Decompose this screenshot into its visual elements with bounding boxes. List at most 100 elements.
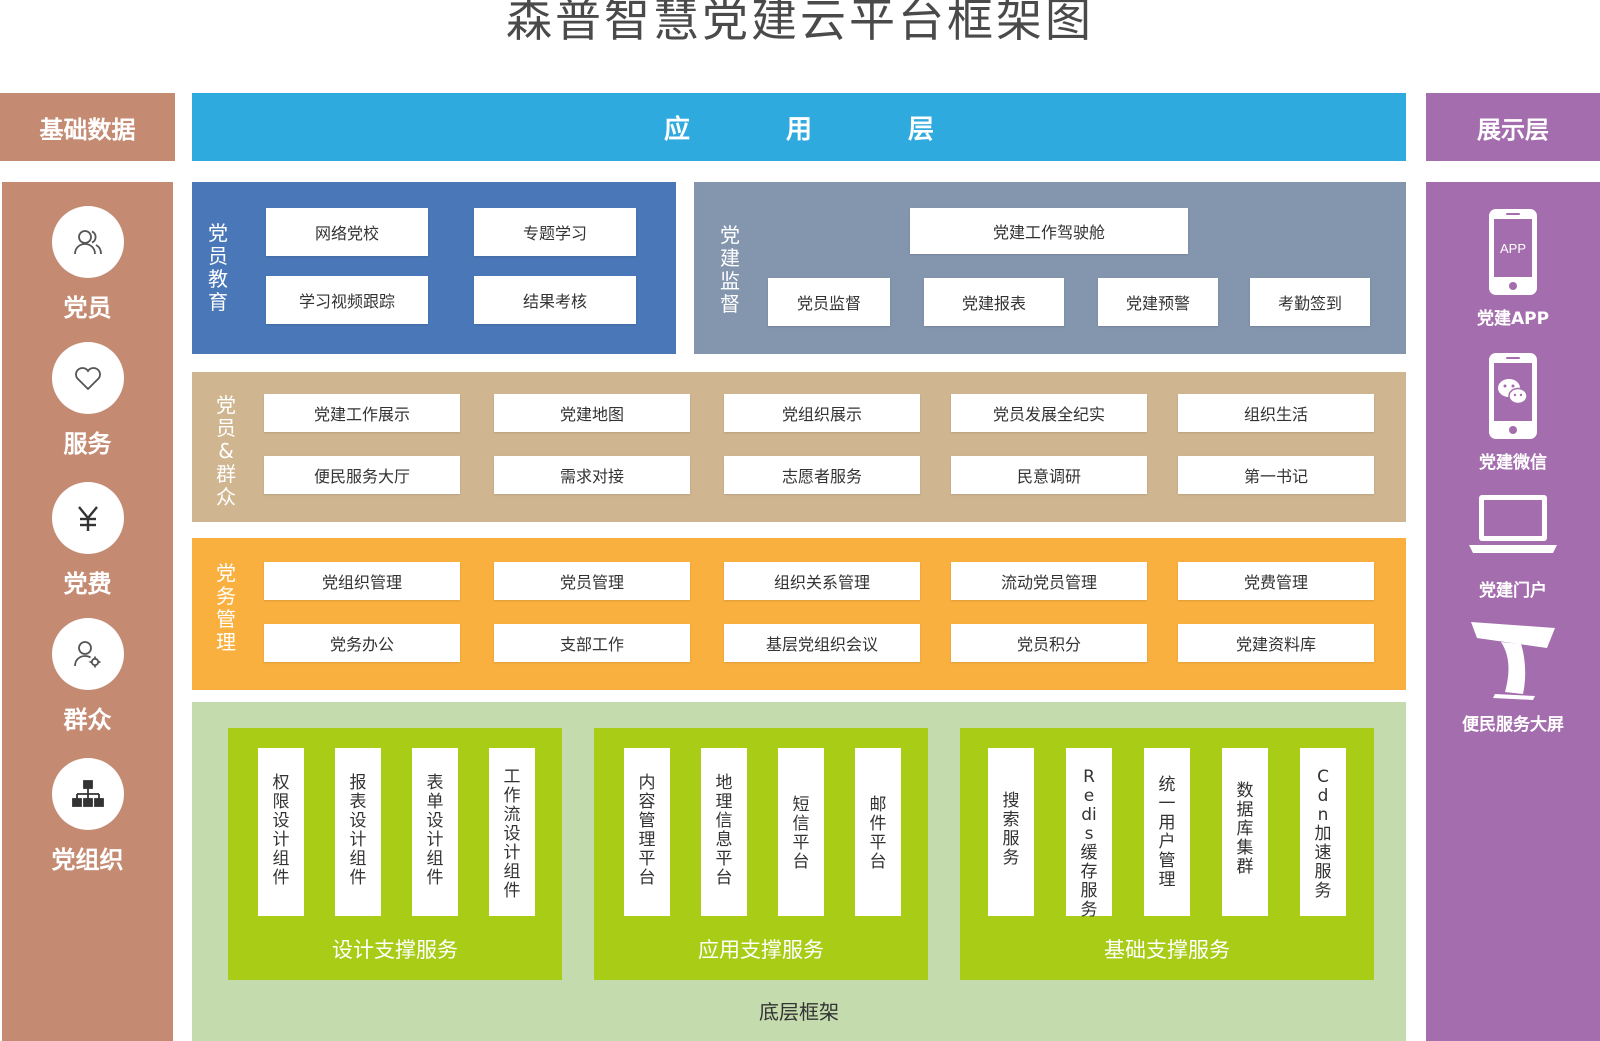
- basic-item-party-member: 党员: [2, 206, 173, 323]
- framework-panel: 权限设计组件 报表设计组件 表单设计组件 工作流设计组件 设计支撑服务 内容管理…: [192, 702, 1406, 1041]
- support-column[interactable]: 报表设计组件: [335, 748, 381, 916]
- support-column-label: 短信平台: [792, 795, 810, 872]
- user-gear-icon: [51, 618, 124, 690]
- module-box[interactable]: 党组织管理: [264, 562, 460, 600]
- support-column-label: 内容管理平台: [638, 773, 656, 888]
- module-box[interactable]: 党建报表: [924, 278, 1064, 326]
- basic-item-service: 服务: [2, 342, 173, 459]
- support-column[interactable]: Redis缓存服务: [1066, 748, 1112, 920]
- module-box[interactable]: 党建工作展示: [264, 394, 460, 432]
- module-box[interactable]: 考勤签到: [1250, 278, 1370, 326]
- support-column[interactable]: 统一用户管理: [1144, 748, 1190, 916]
- module-box[interactable]: 党组织展示: [724, 394, 920, 432]
- support-column[interactable]: 邮件平台: [855, 748, 901, 916]
- support-column-label: 表单设计组件: [426, 773, 444, 888]
- display-item-label: 便民服务大屏: [1462, 715, 1564, 735]
- module-box[interactable]: 党费管理: [1178, 562, 1374, 600]
- support-column-label: 权限设计组件: [272, 773, 290, 888]
- module-box[interactable]: 党建地图: [494, 394, 690, 432]
- phone-wechat-icon: [1426, 350, 1600, 442]
- display-column: APP 党建APP 党建微信: [1426, 182, 1600, 1041]
- support-column-label: Redis缓存服务: [1080, 767, 1098, 920]
- module-box[interactable]: 党员发展全纪实: [951, 394, 1147, 432]
- phone-app-icon: APP: [1426, 206, 1600, 298]
- support-group-design: 权限设计组件 报表设计组件 表单设计组件 工作流设计组件 设计支撑服务: [228, 728, 562, 980]
- support-column[interactable]: 数据库集群: [1222, 748, 1268, 916]
- display-item-kiosk: 便民服务大屏: [1426, 614, 1600, 735]
- basic-item-label: 党员: [63, 294, 112, 322]
- display-item-label: 党建微信: [1479, 453, 1547, 473]
- cockpit-box[interactable]: 党建工作驾驶舱: [910, 208, 1188, 254]
- module-box[interactable]: 网络党校: [266, 208, 428, 256]
- kiosk-icon: [1426, 614, 1600, 704]
- support-column-label: 地理信息平台: [715, 773, 733, 888]
- app-layer-char: 层: [908, 114, 935, 145]
- module-box[interactable]: 学习视频跟踪: [266, 276, 428, 324]
- support-column[interactable]: 搜索服务: [988, 748, 1034, 916]
- party-education-panel: 党员教育 网络党校 专题学习 学习视频跟踪 结果考核: [192, 182, 676, 354]
- support-column[interactable]: 表单设计组件: [412, 748, 458, 916]
- display-item-portal: 党建门户: [1426, 478, 1600, 601]
- module-box[interactable]: 第一书记: [1178, 456, 1374, 494]
- support-column-label: 邮件平台: [869, 795, 887, 872]
- display-item-label: 党建APP: [1476, 309, 1550, 329]
- support-column-label: 报表设计组件: [349, 773, 367, 888]
- module-box[interactable]: 结果考核: [474, 276, 636, 324]
- module-box[interactable]: 党员监督: [768, 278, 890, 326]
- module-box[interactable]: 基层党组织会议: [724, 624, 920, 662]
- members-masses-panel: 党员&群众 党建工作展示 党建地图 党组织展示 党员发展全纪实 组织生活 便民服…: [192, 372, 1406, 522]
- org-chart-icon: [51, 758, 124, 830]
- support-group-label: 设计支撑服务: [332, 938, 458, 962]
- module-box[interactable]: 党建预警: [1098, 278, 1218, 326]
- support-column-label: 数据库集群: [1236, 781, 1254, 877]
- support-column[interactable]: 内容管理平台: [624, 748, 670, 916]
- support-column-label: Cdn 加速服务: [1314, 767, 1332, 901]
- application-layer-header: 应 用 层: [192, 93, 1406, 161]
- module-box[interactable]: 党建资料库: [1178, 624, 1374, 662]
- module-box[interactable]: 支部工作: [494, 624, 690, 662]
- support-column-label: 搜索服务: [1002, 791, 1020, 868]
- module-box[interactable]: 需求对接: [494, 456, 690, 494]
- party-affairs-panel: 党务管理 党组织管理 党员管理 组织关系管理 流动党员管理 党费管理 党务办公 …: [192, 538, 1406, 690]
- app-icon-text: APP: [1500, 241, 1526, 256]
- laptop-icon: [1426, 478, 1600, 570]
- module-box[interactable]: 民意调研: [951, 456, 1147, 494]
- heart-icon: [51, 342, 124, 414]
- support-group-label: 基础支撑服务: [1104, 938, 1230, 962]
- support-column-label: 工作流设计组件: [503, 767, 521, 901]
- module-box[interactable]: 专题学习: [474, 208, 636, 256]
- page-title: 森普智慧党建云平台框架图: [506, 0, 1094, 47]
- support-group-application: 内容管理平台 地理信息平台 短信平台 邮件平台 应用支撑服务: [594, 728, 928, 980]
- display-layer-header: 展示层: [1426, 93, 1600, 161]
- support-column[interactable]: 工作流设计组件: [489, 748, 535, 916]
- module-box[interactable]: 党务办公: [264, 624, 460, 662]
- support-group-foundation: 搜索服务 Redis缓存服务 统一用户管理 数据库集群 Cdn 加速服务 基础支…: [960, 728, 1374, 980]
- basic-item-party-org: 党组织: [2, 758, 173, 875]
- support-column-label: 统一用户管理: [1158, 775, 1176, 890]
- display-item-wechat: 党建微信: [1426, 350, 1600, 473]
- panel-label: 党务管理: [216, 561, 236, 654]
- display-item-app: APP 党建APP: [1426, 206, 1600, 329]
- module-box[interactable]: 党员管理: [494, 562, 690, 600]
- basic-item-label: 群众: [63, 706, 112, 734]
- panel-label: 党建监督: [720, 223, 740, 316]
- support-column[interactable]: 权限设计组件: [258, 748, 304, 916]
- app-layer-char: 用: [785, 114, 812, 145]
- basic-item-label: 党费: [63, 570, 112, 598]
- support-column[interactable]: 地理信息平台: [701, 748, 747, 916]
- module-box[interactable]: 组织关系管理: [724, 562, 920, 600]
- basic-data-header: 基础数据: [0, 93, 175, 161]
- panel-label: 党员教育: [208, 221, 228, 314]
- support-column[interactable]: Cdn 加速服务: [1300, 748, 1346, 916]
- app-layer-char: 应: [663, 114, 690, 145]
- module-box[interactable]: 组织生活: [1178, 394, 1374, 432]
- basic-item-masses: 群众: [2, 618, 173, 735]
- framework-label: 底层框架: [759, 1000, 839, 1024]
- module-box[interactable]: 流动党员管理: [951, 562, 1147, 600]
- module-box[interactable]: 党员积分: [951, 624, 1147, 662]
- support-group-label: 应用支撑服务: [698, 938, 824, 962]
- users-icon: [51, 206, 124, 278]
- support-column[interactable]: 短信平台: [778, 748, 824, 916]
- module-box[interactable]: 志愿者服务: [724, 456, 920, 494]
- module-box[interactable]: 便民服务大厅: [264, 456, 460, 494]
